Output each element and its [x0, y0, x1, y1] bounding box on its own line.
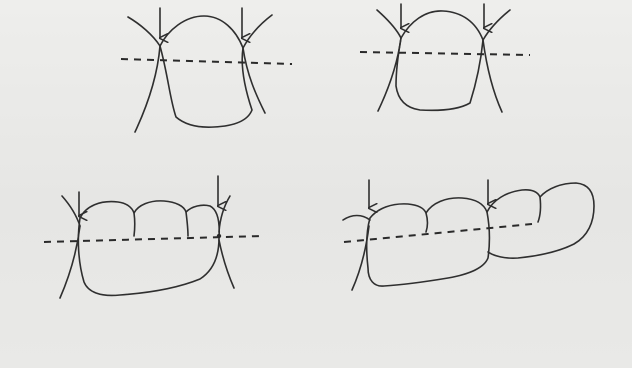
cusp-groove-1	[133, 212, 136, 237]
contact-line	[343, 223, 533, 243]
adjacent-tooth-right-lower	[242, 47, 266, 114]
panel-lower-right	[342, 179, 595, 291]
tooth-outline	[159, 15, 253, 128]
adjacent-tooth-left-upper	[61, 195, 81, 227]
panel-upper-left	[120, 7, 293, 133]
adjacent-tooth-left-lower	[59, 225, 81, 299]
adjacent-molar-groove	[537, 196, 542, 223]
tooth-outline	[365, 197, 491, 287]
contact-line	[43, 235, 263, 243]
adjacent-tooth-left-upper	[342, 214, 371, 221]
adjacent-tooth-right-upper	[482, 9, 511, 41]
cusp-groove-2	[185, 211, 189, 237]
contact-line	[120, 58, 293, 65]
tooth-outline	[395, 10, 484, 112]
adjacent-tooth-right-upper	[218, 195, 231, 233]
contact-line	[359, 51, 531, 56]
adjacent-tooth-left-lower	[134, 45, 161, 133]
adjacent-tooth-right-upper	[242, 14, 273, 49]
panel-upper-right	[359, 3, 531, 113]
adjacent-tooth-left-lower	[377, 37, 402, 112]
cusp-groove	[425, 212, 429, 233]
tooth-outline	[77, 200, 221, 297]
adjacent-tooth-left-lower	[351, 225, 370, 291]
contact-point	[216, 233, 222, 239]
adjacent-tooth-right-lower	[218, 239, 235, 289]
adjacent-molar-outline	[486, 182, 595, 259]
adjacent-tooth-right-lower	[482, 39, 503, 113]
panel-lower-left	[43, 175, 263, 299]
adjacent-tooth-left-upper	[376, 9, 402, 39]
adjacent-tooth-left-upper	[127, 16, 161, 47]
